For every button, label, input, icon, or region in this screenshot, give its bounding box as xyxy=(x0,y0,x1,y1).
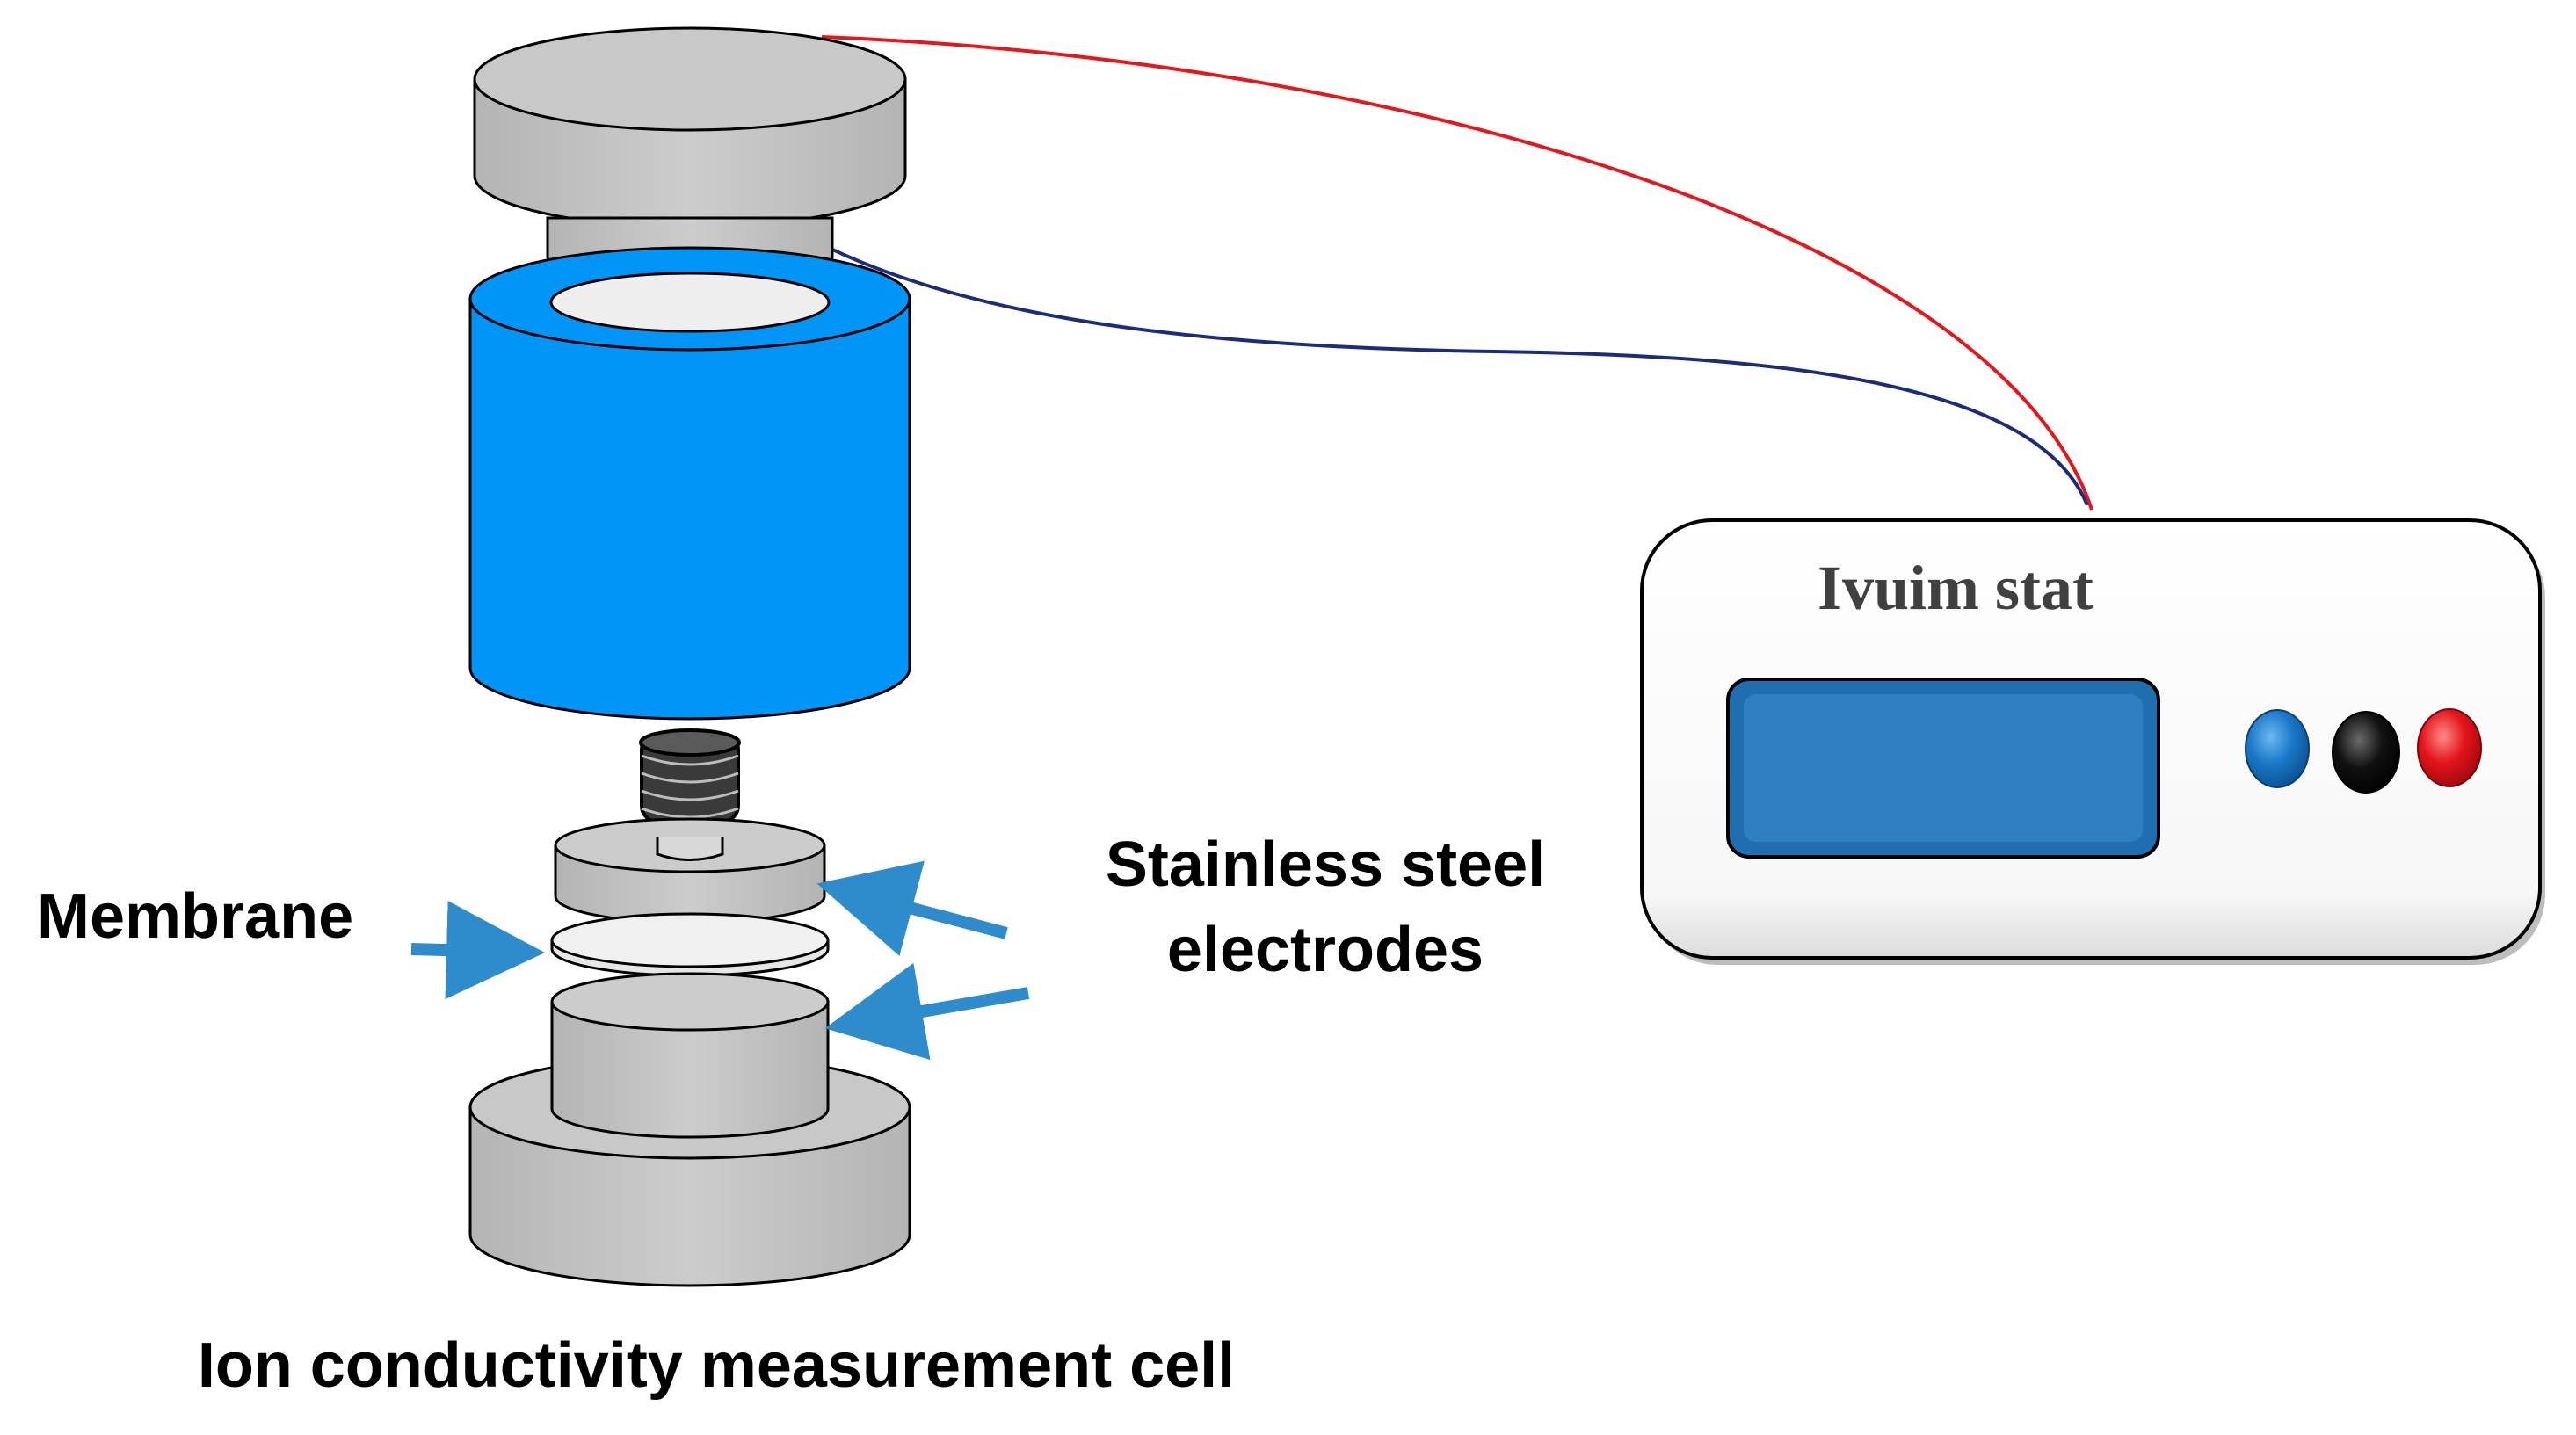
top-steel-cap xyxy=(473,26,907,228)
blue-cell-body xyxy=(468,246,911,721)
navy-wire xyxy=(821,243,2089,506)
lower-electrode xyxy=(550,972,830,1139)
membrane-disc xyxy=(550,912,830,977)
upper-electrode xyxy=(554,817,826,924)
lower-electrode-arrow xyxy=(824,962,1030,1061)
red-terminal-button xyxy=(2417,708,2482,787)
black-terminal-button xyxy=(2332,711,2400,794)
electrodes-label-line1: Stainless steel xyxy=(1106,830,1545,900)
upper-electrode-arrow xyxy=(816,860,1008,956)
cell-opening xyxy=(549,272,831,333)
device-name-label: Ivuim stat xyxy=(1818,553,2093,623)
red-wire xyxy=(821,35,2093,511)
display-screen xyxy=(1744,694,2143,842)
electrodes-label-line2: electrodes xyxy=(1167,915,1484,985)
caption: Ion conductivity measurement cell xyxy=(198,1330,1235,1401)
membrane-arrow xyxy=(410,901,545,1000)
potentiostat-device: Ivuim stat xyxy=(1640,518,2545,965)
blue-terminal-button xyxy=(2245,709,2310,788)
membrane-label: Membrane xyxy=(37,881,353,952)
